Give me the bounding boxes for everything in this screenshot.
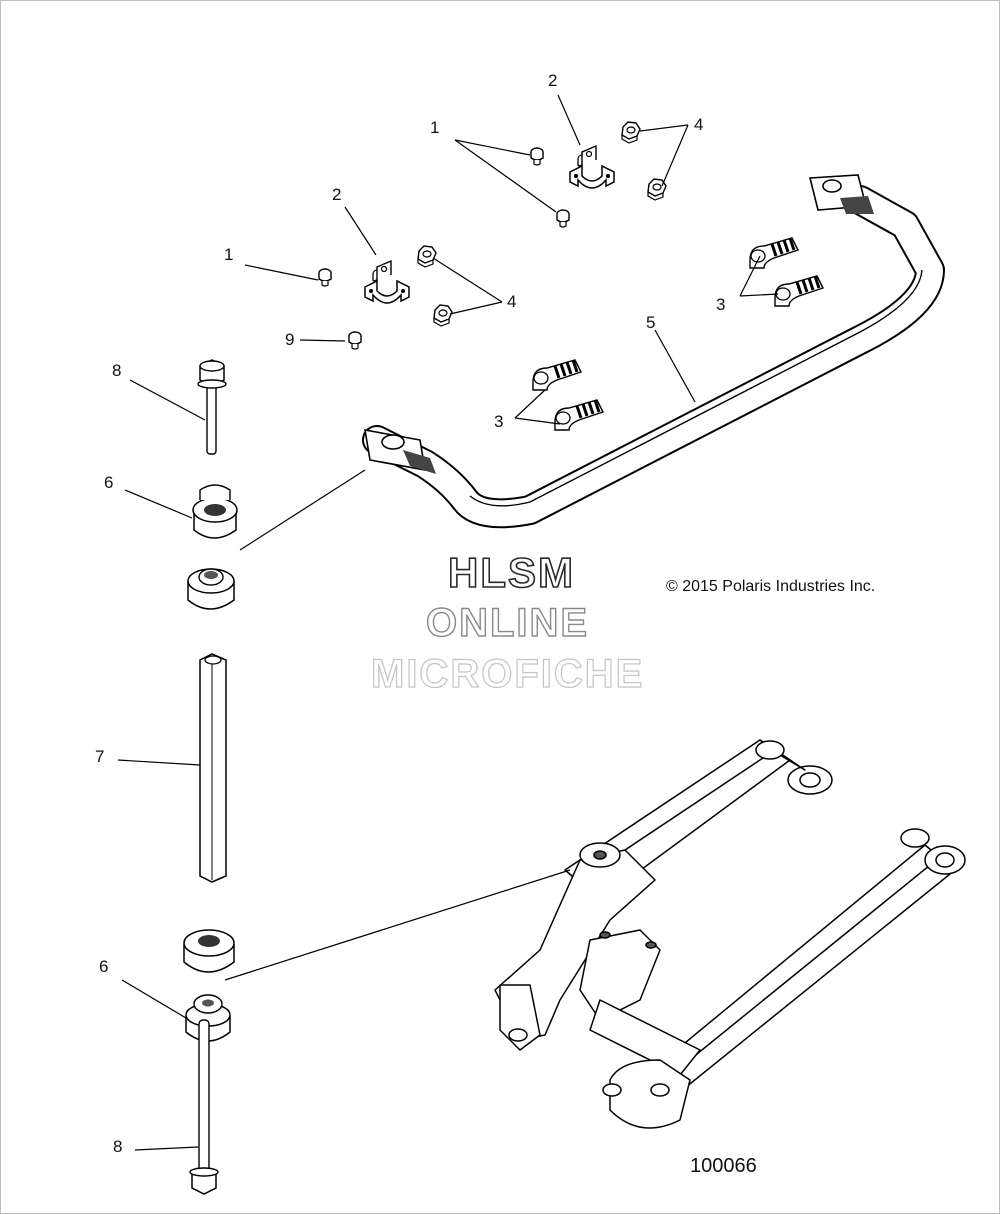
flange-nut-lower-2 xyxy=(433,304,453,327)
callout-9: 9 xyxy=(285,330,295,349)
trailing-arm-assembly xyxy=(494,739,966,1129)
grommet-part-6-bottom xyxy=(183,929,235,973)
clamp-bolt-lower xyxy=(318,268,332,287)
leader-lines xyxy=(117,94,779,1151)
callout-5: 5 xyxy=(646,313,656,332)
clamp-bolt-upper-1 xyxy=(530,147,544,166)
stabilizer-bar xyxy=(362,174,945,529)
grommet-part-6-top-lower xyxy=(187,568,235,610)
link-rod-part-7 xyxy=(199,653,227,883)
callout-2-lower: 2 xyxy=(332,185,342,204)
bar-bushing-upper-2 xyxy=(773,274,825,308)
bar-bushing-lower-2 xyxy=(553,398,605,432)
callout-7: 7 xyxy=(95,747,105,766)
bar-bushing-upper-1 xyxy=(748,236,800,270)
flange-nut-upper-1 xyxy=(621,121,641,144)
clamp-bolt-upper-2 xyxy=(556,209,570,228)
callout-3-lower: 3 xyxy=(494,412,504,431)
callout-1-lower: 1 xyxy=(224,245,234,264)
callout-8-upper: 8 xyxy=(112,361,122,380)
bolt-part-9 xyxy=(348,331,362,350)
callout-4-lower: 4 xyxy=(507,292,517,311)
copyright-notice: © 2015 Polaris Industries Inc. xyxy=(666,578,876,595)
callout-1-upper: 1 xyxy=(430,118,440,137)
bar-clamp-lower xyxy=(364,260,410,304)
bolt-part-8-bottom xyxy=(189,1019,219,1195)
callout-2-upper: 2 xyxy=(548,71,558,90)
callout-6-lower: 6 xyxy=(99,957,109,976)
figure-number: 100066 xyxy=(690,1155,757,1177)
callout-8-lower: 8 xyxy=(113,1137,123,1156)
callout-4-upper: 4 xyxy=(694,115,704,134)
watermark-line-3: MICROFICHE xyxy=(370,652,645,696)
bolt-part-8-top xyxy=(197,359,227,455)
callout-6-upper: 6 xyxy=(104,473,114,492)
flange-nut-lower-1 xyxy=(417,245,437,268)
grommet-part-6-top xyxy=(192,484,238,539)
bar-clamp-upper xyxy=(569,145,615,189)
bar-bushing-lower-1 xyxy=(531,358,583,392)
callout-3-upper: 3 xyxy=(716,295,726,314)
watermark-line-1: HLSM xyxy=(447,549,575,596)
watermark-line-2: ONLINE xyxy=(425,601,590,645)
